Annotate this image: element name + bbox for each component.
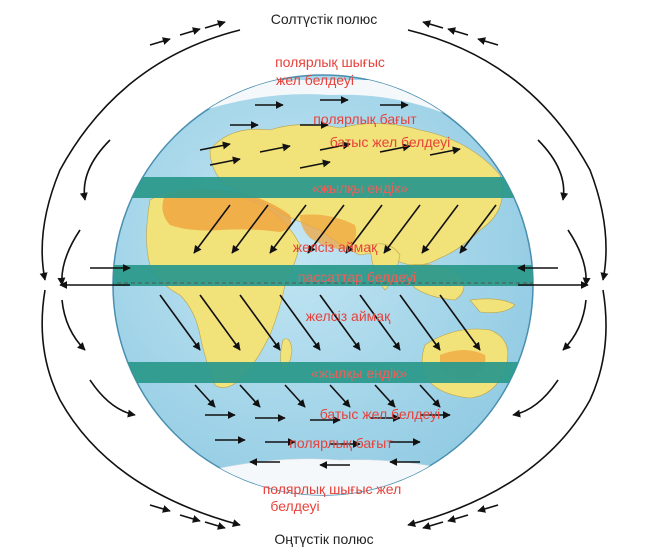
south-pole-outer-arrow-right bbox=[447, 514, 469, 523]
south-trade-wind-arrow bbox=[359, 294, 401, 351]
trade-winds-label: пассаттар белдеуі bbox=[297, 269, 417, 285]
north-westerly-arrow bbox=[199, 141, 231, 151]
north-westerly-arrow bbox=[259, 143, 291, 153]
north-trade-wind-arrow bbox=[307, 204, 345, 254]
north-doldrums-label: желсіз аймақ bbox=[292, 239, 378, 255]
new-guinea bbox=[469, 298, 516, 313]
inner-loop-left-1 bbox=[79, 139, 111, 201]
inner-loop-right-2 bbox=[567, 229, 591, 286]
south-doldrums-label: желсіз аймақ bbox=[305, 308, 391, 324]
north-polar-front-label: полярлық бағыт bbox=[313, 111, 417, 127]
north-trade-wind-arrow bbox=[459, 204, 497, 254]
north-trade-wind-arrow bbox=[345, 204, 383, 254]
south-polar-front-label: полярлық бағыт bbox=[289, 435, 393, 451]
inner-loop-left-3 bbox=[61, 299, 86, 351]
south-pole-outer-arrow-left bbox=[149, 504, 171, 513]
south-lower-diagonal-arrow bbox=[194, 384, 216, 408]
south-lower-diagonal-arrow bbox=[374, 384, 396, 408]
globe bbox=[112, 74, 534, 496]
inner-loop-left-2 bbox=[57, 229, 81, 286]
south-lower-diagonal-arrow bbox=[419, 384, 441, 408]
north-westerly-arrow bbox=[299, 159, 331, 169]
north-trade-wind-arrow bbox=[383, 204, 421, 254]
south-trade-wind-arrow bbox=[239, 294, 281, 351]
north-pole-outer-arrow-left bbox=[204, 20, 226, 29]
north-pole-label: Солтүстік полюс bbox=[270, 11, 378, 27]
sahara-desert bbox=[162, 189, 292, 232]
south-lower-diagonal-arrow bbox=[284, 384, 306, 408]
north-pole-outer-arrow-right bbox=[477, 37, 499, 46]
south-lower-diagonal-arrow bbox=[329, 384, 351, 408]
surface-wind-arrows bbox=[159, 96, 497, 469]
inner-loop-right-1 bbox=[537, 139, 569, 201]
inner-loop-left-4 bbox=[89, 379, 136, 418]
south-westerlies-label: батыс жел белдеуі bbox=[319, 406, 441, 422]
south-trade-wind-arrow bbox=[159, 294, 201, 351]
outer-arc-left-top bbox=[39, 29, 241, 281]
outer-arc-left-bottom bbox=[41, 289, 241, 527]
north-pole-outer-arrow-right bbox=[447, 27, 469, 36]
south-trade-wind-arrow bbox=[439, 294, 481, 351]
south-pole-outer-arrow-left bbox=[179, 514, 201, 523]
south-trade-wind-arrow bbox=[319, 294, 361, 351]
north-trade-wind-arrow bbox=[421, 204, 459, 254]
south-pole-label: Оңтүстік полюс bbox=[274, 531, 374, 547]
north-pole-outer-arrow-left bbox=[149, 37, 171, 46]
inner-loop-right-3 bbox=[562, 299, 587, 351]
south-trade-wind-arrow bbox=[199, 294, 241, 351]
south-trade-wind-arrow bbox=[399, 294, 441, 351]
north-westerly-arrow bbox=[209, 156, 241, 166]
north-westerly-arrow bbox=[379, 143, 411, 153]
north-westerly-arrow bbox=[429, 146, 461, 156]
circulation-cell-arrows bbox=[39, 20, 609, 530]
outer-arc-right-bottom bbox=[407, 289, 607, 528]
south-pole-outer-arrow-right bbox=[422, 521, 444, 530]
north-horse-latitudes-label: «жылқы ендік» bbox=[311, 180, 409, 196]
south-trade-wind-arrow bbox=[279, 294, 321, 351]
outer-arc-right-top bbox=[407, 29, 609, 281]
arabia-desert bbox=[300, 214, 357, 250]
north-trade-wind-arrow bbox=[193, 204, 231, 254]
north-polar-easterlies-label-1: полярлық шығыс bbox=[275, 54, 385, 70]
north-trade-wind-arrow bbox=[231, 204, 269, 254]
continents bbox=[113, 80, 533, 495]
south-horse-latitudes-label: «жылқы ендік» bbox=[310, 365, 408, 381]
north-polar-easterlies-label-2: жел белдеуі bbox=[275, 72, 354, 88]
arctic-ice bbox=[190, 80, 460, 120]
inner-loop-right-4 bbox=[512, 379, 559, 418]
south-lower-diagonal-arrow bbox=[239, 384, 261, 408]
north-westerly-arrow bbox=[319, 141, 351, 151]
south-polar-easterlies-label-2: белдеуі bbox=[270, 498, 320, 514]
north-trade-wind-arrow bbox=[269, 204, 307, 254]
north-horse-latitudes-band bbox=[113, 177, 533, 198]
trade-winds-band bbox=[113, 265, 533, 286]
south-polar-easterlies-label-1: полярлық шығыс жел bbox=[262, 481, 402, 497]
south-pole-outer-arrow-right bbox=[477, 504, 499, 513]
north-westerlies-label: батыс жел белдеуі bbox=[329, 134, 451, 150]
north-pole-outer-arrow-right bbox=[422, 20, 444, 29]
south-horse-latitudes-band bbox=[113, 362, 533, 383]
south-pole-outer-arrow-left bbox=[204, 521, 226, 530]
north-pole-outer-arrow-left bbox=[179, 27, 201, 36]
